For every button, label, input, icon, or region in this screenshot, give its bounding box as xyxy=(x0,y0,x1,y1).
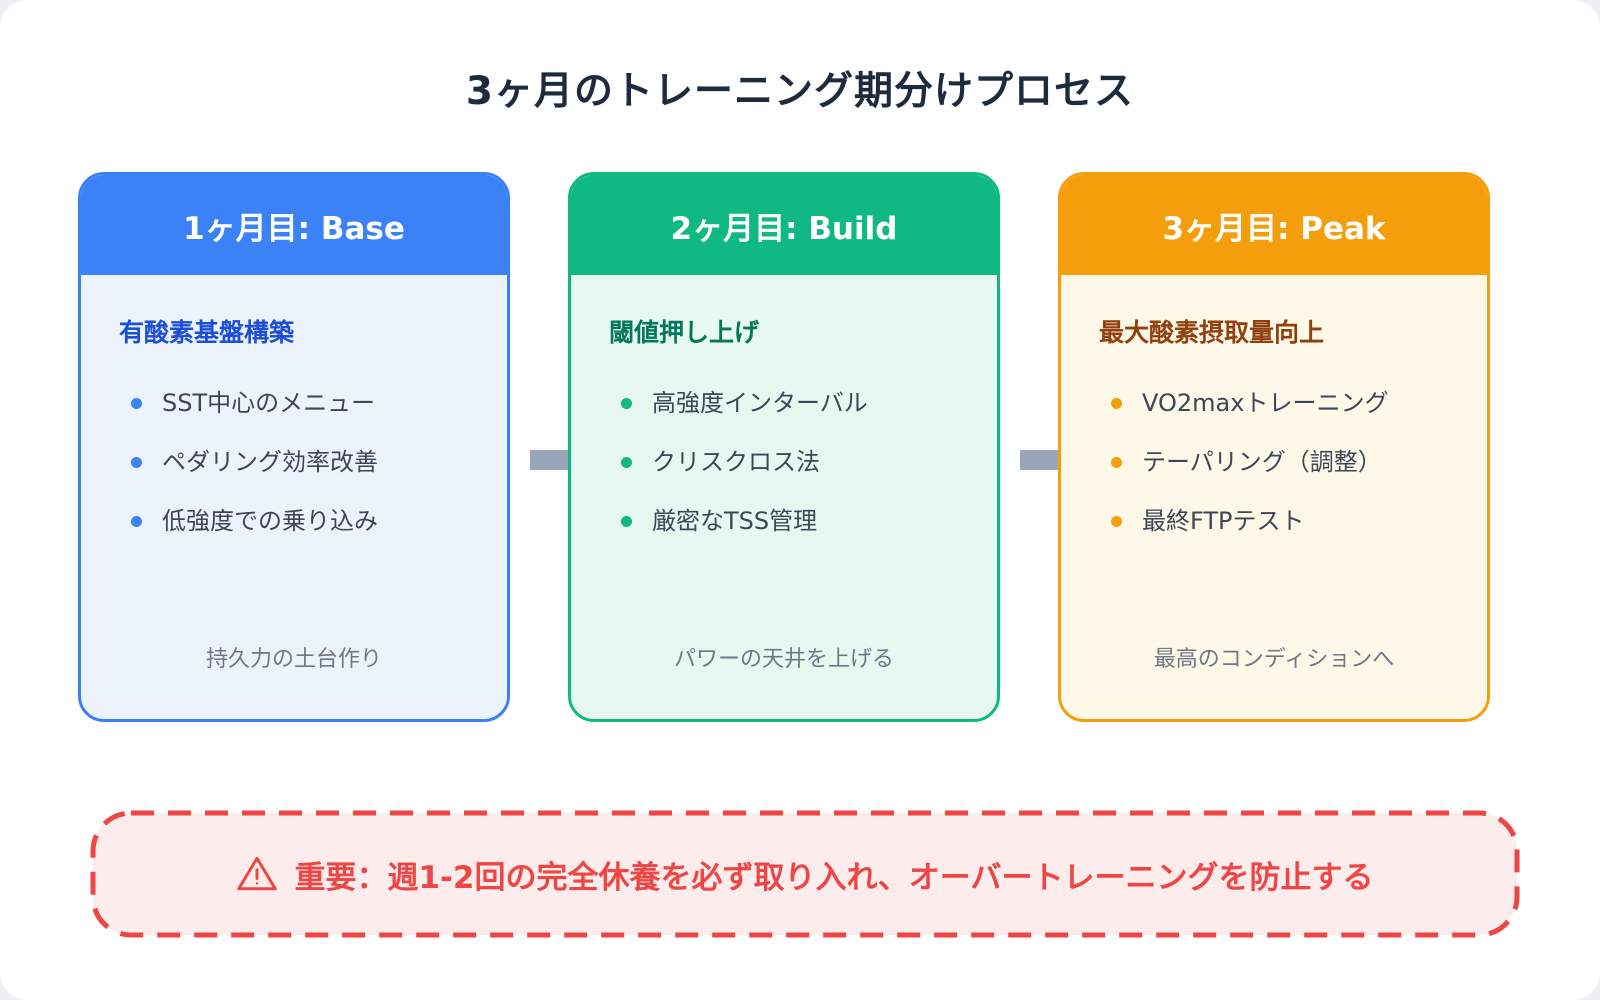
bullet-text: 最終FTPテスト xyxy=(1142,507,1305,535)
bullet-dot-icon xyxy=(1111,516,1122,527)
bullet-dot-icon xyxy=(621,457,632,468)
bullet-dot-icon xyxy=(621,398,632,409)
bullet-text: SST中心のメニュー xyxy=(162,389,376,417)
phase-subtitle: 有酸素基盤構築 xyxy=(119,318,295,347)
list-item: VO2maxトレーニング xyxy=(1111,387,1449,420)
phase-cards-row: 1ヶ月目: Base 有酸素基盤構築 SST中心のメニュー ペダリング効率改善 … xyxy=(78,172,1490,722)
page-title: 3ヶ月のトレーニング期分けプロセス xyxy=(465,69,1135,114)
bullet-text: 厳密なTSS管理 xyxy=(652,507,818,535)
phase-subtitle: 最大酸素摂取量向上 xyxy=(1099,318,1325,347)
list-item: 高強度インターバル xyxy=(621,387,959,420)
bullet-dot-icon xyxy=(621,516,632,527)
phase-footer-caption: パワーの天井を上げる xyxy=(673,647,894,672)
phase-bullet-list: SST中心のメニュー ペダリング効率改善 低強度での乗り込み xyxy=(119,387,469,538)
list-item: 厳密なTSS管理 xyxy=(621,505,959,538)
phase-card-header: 3ヶ月目: Peak xyxy=(1061,175,1487,275)
dashed-border xyxy=(90,810,1520,938)
phase-footer-caption: 最高のコンディションへ xyxy=(1153,647,1395,672)
phase-card-header: 2ヶ月目: Build xyxy=(571,175,997,275)
arrow-shaft xyxy=(530,450,570,470)
phase-card-header: 1ヶ月目: Base xyxy=(81,175,507,275)
list-item: 最終FTPテスト xyxy=(1111,505,1449,538)
warning-text: 重要：週1-2回の完全休養を必ず取り入れ、オーバートレーニングを防止する xyxy=(294,859,1374,896)
phase-card-body: 最大酸素摂取量向上 VO2maxトレーニング テーパリング（調整） 最終FTPテ… xyxy=(1061,275,1487,641)
phase-card-body: 有酸素基盤構築 SST中心のメニュー ペダリング効率改善 低強度での乗り込み xyxy=(81,275,507,641)
list-item: 低強度での乗り込み xyxy=(131,505,469,538)
bullet-dot-icon xyxy=(1111,457,1122,468)
list-item: SST中心のメニュー xyxy=(131,387,469,420)
list-item: テーパリング（調整） xyxy=(1111,446,1449,479)
bullet-dot-icon xyxy=(1111,398,1122,409)
bullet-dot-icon xyxy=(131,398,142,409)
phase-subtitle: 閾値押し上げ xyxy=(609,318,760,347)
warning-content: 重要：週1-2回の完全休養を必ず取り入れ、オーバートレーニングを防止する xyxy=(236,852,1374,897)
bullet-dot-icon xyxy=(131,516,142,527)
bullet-text: ペダリング効率改善 xyxy=(162,448,378,476)
phase-bullet-list: 高強度インターバル クリスクロス法 厳密なTSS管理 xyxy=(609,387,959,538)
bullet-text: テーパリング（調整） xyxy=(1142,448,1382,476)
list-item: ペダリング効率改善 xyxy=(131,446,469,479)
phase-card-base: 1ヶ月目: Base 有酸素基盤構築 SST中心のメニュー ペダリング効率改善 … xyxy=(78,172,510,722)
phase-bullet-list: VO2maxトレーニング テーパリング（調整） 最終FTPテスト xyxy=(1099,387,1449,538)
bullet-text: 高強度インターバル xyxy=(652,389,868,417)
warning-banner: 重要：週1-2回の完全休養を必ず取り入れ、オーバートレーニングを防止する xyxy=(90,810,1520,938)
phase-footer-caption: 持久力の土台作り xyxy=(205,647,382,672)
warning-triangle-icon xyxy=(237,856,278,891)
phase-card-body: 閾値押し上げ 高強度インターバル クリスクロス法 厳密なTSS管理 xyxy=(571,275,997,641)
bullet-text: VO2maxトレーニング xyxy=(1142,389,1389,417)
list-item: クリスクロス法 xyxy=(621,446,959,479)
bullet-dot-icon xyxy=(131,457,142,468)
phase-card-peak: 3ヶ月目: Peak 最大酸素摂取量向上 VO2maxトレーニング テーパリング… xyxy=(1058,172,1490,722)
arrow-shaft xyxy=(1020,450,1060,470)
bullet-text: 低強度での乗り込み xyxy=(162,507,378,535)
bullet-text: クリスクロス法 xyxy=(652,448,820,476)
phase-card-build: 2ヶ月目: Build 閾値押し上げ 高強度インターバル クリスクロス法 厳密な… xyxy=(568,172,1000,722)
